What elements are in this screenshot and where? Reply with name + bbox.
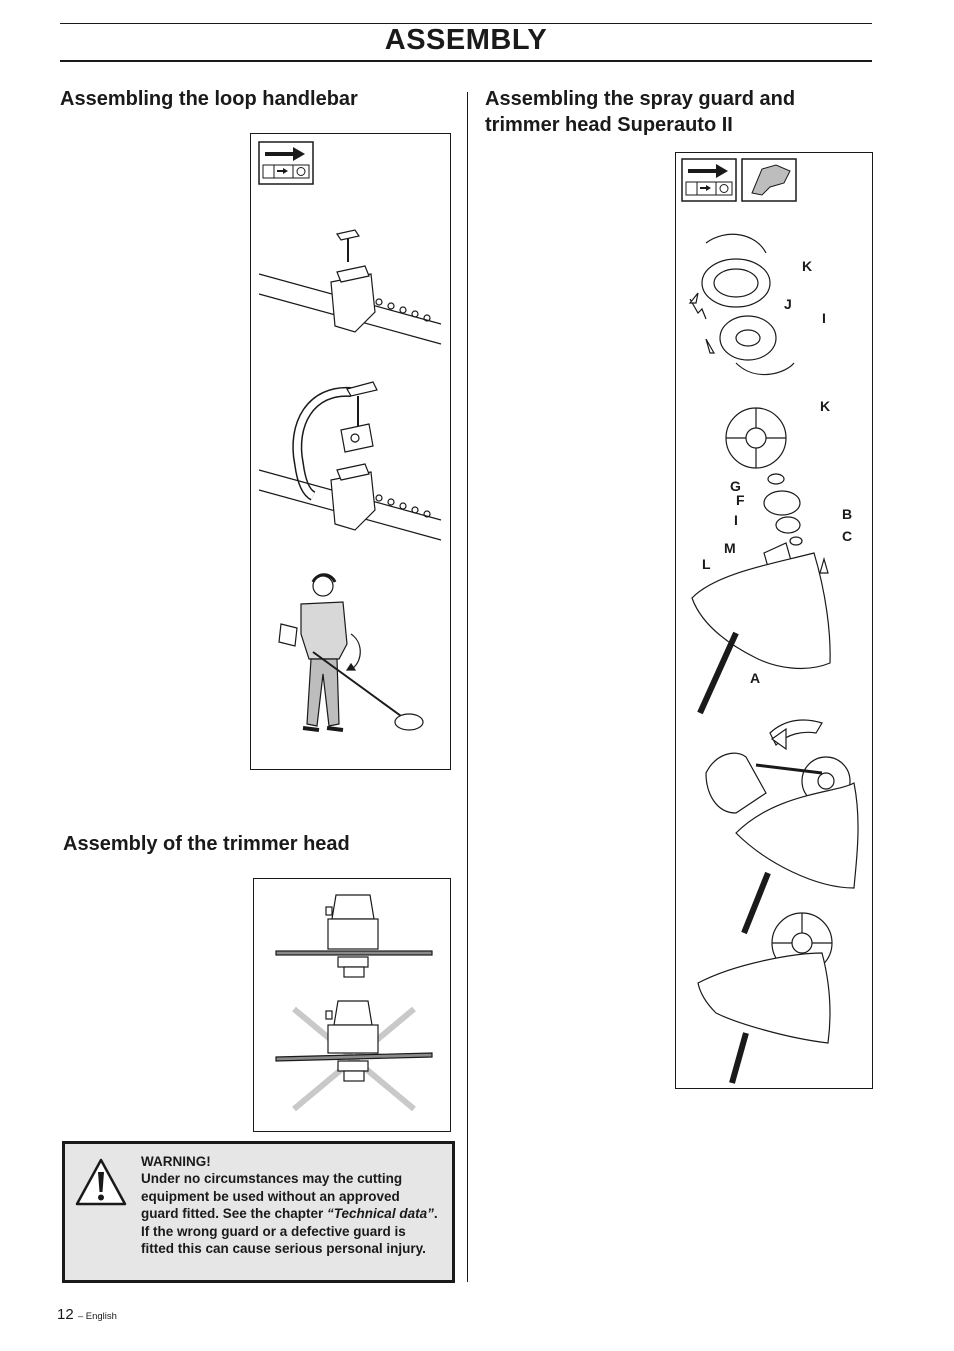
assembled-guard-drawing [697,912,833,1084]
stop-switch-icon [258,141,314,185]
trimmer-head-incorrect-drawing [275,1000,433,1112]
warning-body-part-2: . If the wrong guard or a defective guar… [141,1206,438,1257]
warning-text: WARNING! Under no circumstances may the … [141,1153,441,1257]
warning-box: WARNING! Under no circumstances may the … [62,1141,455,1283]
warning-title: WARNING! [141,1154,211,1169]
label-b: B [842,506,852,522]
loop-handle-drawing [258,381,442,541]
label-l: L [702,556,711,572]
heading-spray-guard: Assembling the spray guard and trimmer h… [485,88,796,136]
figure-trimmer-head [253,878,451,1132]
header-bottom-rule [60,60,872,62]
label-i-top: I [822,310,826,326]
handlebar-clamp-drawing [258,229,442,345]
header-top-rule [60,23,872,24]
label-k-mid: K [820,398,830,414]
label-k-top: K [802,258,812,274]
label-f: F [736,492,745,508]
heading-loop-handlebar: Assembling the loop handlebar [60,88,358,110]
label-m: M [724,540,736,556]
stop-switch-icon [681,158,737,202]
figure-spray-guard: K J I K G F I B C M L A [675,152,873,1089]
warning-body-italic: “Technical data” [327,1206,434,1222]
figure-loop-handlebar [250,133,451,770]
label-i-mid: I [734,512,738,528]
footer-language: – English [77,1311,117,1322]
trimmer-head-exploded-drawing [688,233,831,715]
trimmer-head-correct-drawing [275,894,433,978]
label-g: G [730,478,741,494]
column-divider [467,92,468,1282]
page-number: 12 [57,1306,74,1323]
label-j: J [784,296,792,312]
warning-triangle-icon [75,1158,127,1206]
guard-mounting-drawing [705,719,859,935]
heading-trimmer-head: Assembly of the trimmer head [63,833,350,855]
operator-drawing [278,573,424,732]
label-a: A [750,670,760,686]
page-title: ASSEMBLY [384,24,548,56]
page-footer: 12 – English [57,1306,117,1323]
warning-body-part-1: Under no circumstances may the cutting e… [141,1171,403,1222]
label-c: C [842,528,852,544]
protective-glove-icon [741,158,797,202]
warning-body: Under no circumstances may the cutting e… [141,1170,441,1257]
